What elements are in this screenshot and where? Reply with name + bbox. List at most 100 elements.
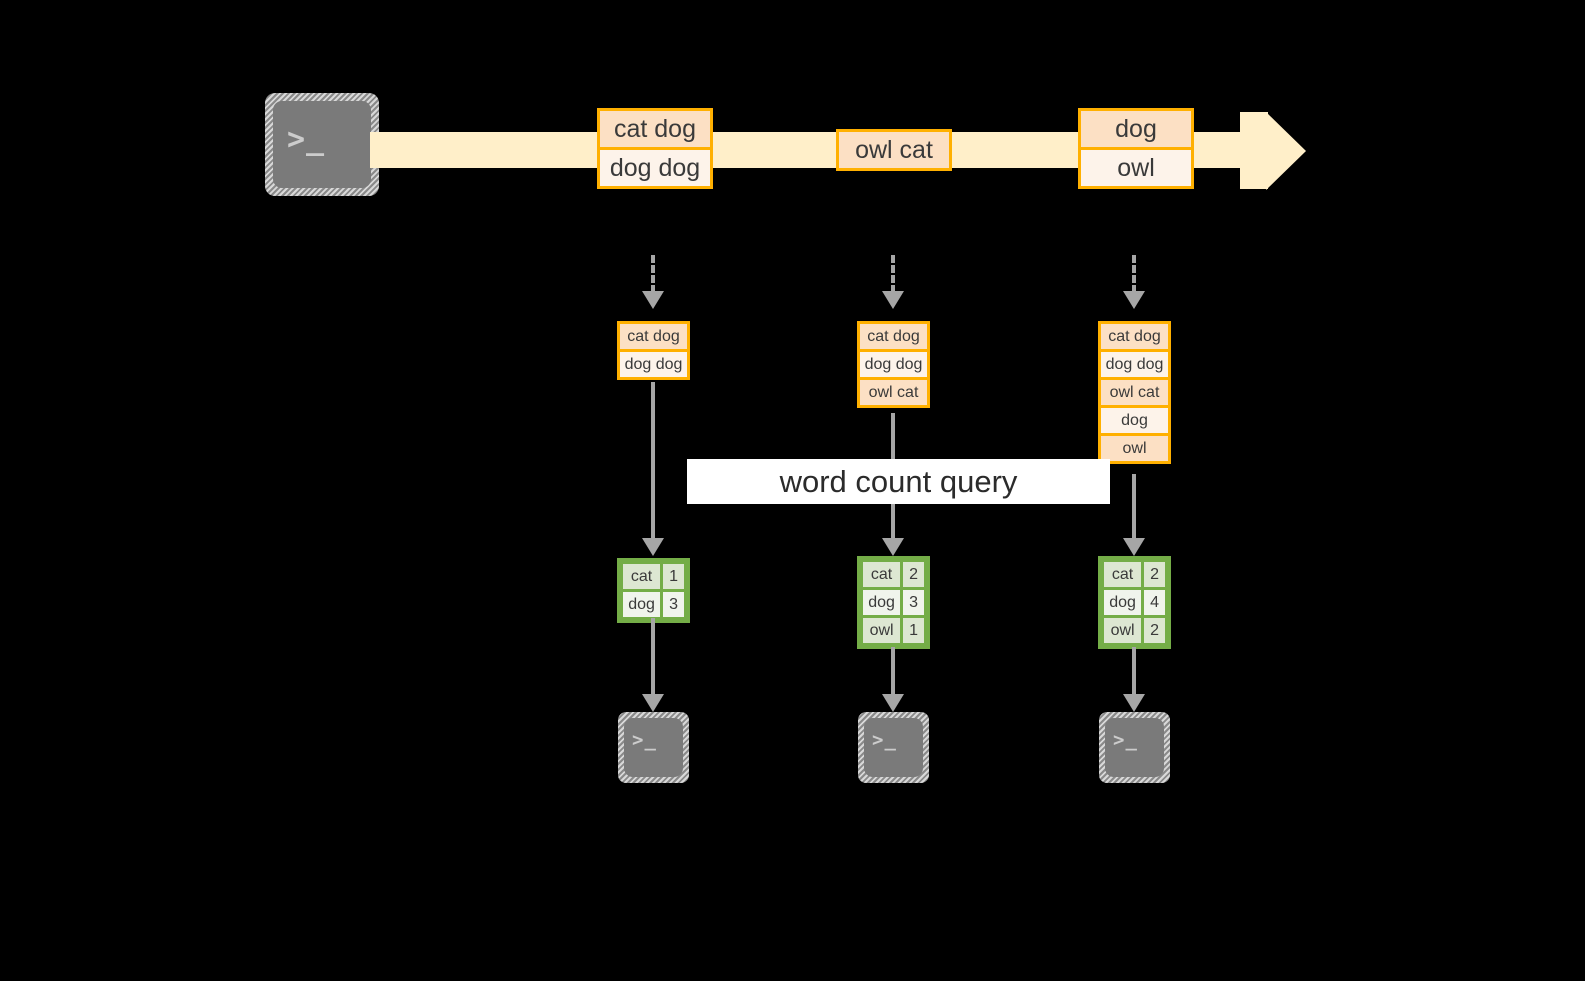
table-row: dog 3 — [620, 589, 687, 620]
tap-arrowhead-3 — [1123, 291, 1145, 309]
word-text: cat — [630, 567, 653, 585]
table-row: dog 3 — [860, 587, 927, 618]
snapshot-3-sink-terminal-icon: >_ — [1099, 712, 1170, 783]
input-text: dog dog — [624, 355, 683, 373]
snapshot-3-input-row: dog dog — [1098, 349, 1171, 380]
count-cell: 1 — [900, 615, 927, 646]
word-cell: cat — [1101, 559, 1145, 590]
terminal-prompt-glyph: >_ — [287, 122, 326, 157]
terminal-prompt-glyph: >_ — [632, 729, 657, 751]
table-row: owl 2 — [1101, 615, 1168, 646]
snapshot-2-query-arrowhead — [882, 538, 904, 556]
snapshot-3-input-row: dog — [1098, 405, 1171, 436]
count-cell: 2 — [1141, 615, 1168, 646]
tap-line-3 — [1132, 255, 1136, 293]
snapshot-2-input-row: dog dog — [857, 349, 930, 380]
snapshot-3-input-row: owl cat — [1098, 377, 1171, 408]
snapshot-3-query-arrowhead — [1123, 538, 1145, 556]
table-row: cat 2 — [1101, 559, 1168, 590]
snapshot-3-input-row: owl — [1098, 433, 1171, 464]
snapshot-1-query-arrowhead — [642, 538, 664, 556]
record-text: owl cat — [855, 135, 933, 164]
table-row: owl 1 — [860, 615, 927, 646]
input-text: owl — [1122, 439, 1147, 457]
count-text: 2 — [1150, 565, 1160, 583]
count-text: 2 — [909, 565, 919, 583]
count-text: 3 — [669, 595, 679, 613]
input-text: dog — [1121, 411, 1148, 429]
snapshot-1-sink-arrowhead — [642, 694, 664, 712]
stream-arrow-shoulder — [1240, 112, 1268, 189]
snapshot-1-input-stack: cat dog dog dog — [617, 321, 690, 380]
terminal-prompt-glyph: >_ — [872, 729, 897, 751]
snapshot-1-result-table: cat 1 dog 3 — [617, 558, 690, 623]
input-text: owl cat — [1109, 383, 1160, 401]
word-cell: dog — [1101, 587, 1145, 618]
stream-record-1-line-1: cat dog — [597, 108, 713, 150]
input-text: cat dog — [1108, 327, 1161, 345]
snapshot-1-sink-terminal-icon: >_ — [618, 712, 689, 783]
tap-arrowhead-1 — [642, 291, 664, 309]
snapshot-3-sink-line — [1132, 647, 1136, 696]
snapshot-2-sink-arrowhead — [882, 694, 904, 712]
snapshot-3-input-row: cat dog — [1098, 321, 1171, 352]
terminal-screen: >_ — [1105, 718, 1164, 777]
input-text: dog dog — [1105, 355, 1164, 373]
count-text: 3 — [909, 593, 919, 611]
terminal-screen: >_ — [273, 101, 371, 188]
input-text: dog dog — [864, 355, 923, 373]
word-text: dog — [1109, 593, 1136, 611]
stream-record-1-line-2: dog dog — [597, 147, 713, 189]
snapshot-1-query-line — [651, 382, 655, 540]
record-text: dog — [1115, 114, 1157, 143]
snapshot-1-sink-line — [651, 618, 655, 696]
snapshot-3-sink-arrowhead — [1123, 694, 1145, 712]
word-text: cat — [1111, 565, 1134, 583]
snapshot-3-input-stack: cat dog dog dog owl cat dog owl — [1098, 321, 1171, 464]
table-row: cat 2 — [860, 559, 927, 590]
stream-record-2-line-1: owl cat — [836, 129, 952, 171]
snapshot-2-input-row: cat dog — [857, 321, 930, 352]
count-text: 1 — [669, 567, 679, 585]
count-cell: 2 — [900, 559, 927, 590]
snapshot-1-input-row: dog dog — [617, 349, 690, 380]
count-cell: 4 — [1141, 587, 1168, 618]
table-row: dog 4 — [1101, 587, 1168, 618]
tap-arrowhead-2 — [882, 291, 904, 309]
count-text: 4 — [1150, 593, 1160, 611]
count-cell: 1 — [660, 561, 687, 592]
word-text: cat — [870, 565, 893, 583]
producer-terminal-icon: >_ — [265, 93, 379, 196]
input-text: owl cat — [868, 383, 919, 401]
snapshot-1-input-row: cat dog — [617, 321, 690, 352]
count-cell: 3 — [660, 589, 687, 620]
terminal-screen: >_ — [624, 718, 683, 777]
record-text: cat dog — [613, 114, 696, 143]
input-text: cat dog — [867, 327, 920, 345]
snapshot-2-input-row: owl cat — [857, 377, 930, 408]
query-label-text: word count query — [779, 463, 1018, 499]
word-text: owl — [1110, 621, 1135, 639]
terminal-prompt-glyph: >_ — [1113, 729, 1138, 751]
snapshot-3-result-table: cat 2 dog 4 owl 2 — [1098, 556, 1171, 649]
word-cell: dog — [620, 589, 664, 620]
table-row: cat 1 — [620, 561, 687, 592]
word-cell: cat — [860, 559, 904, 590]
tap-line-2 — [891, 255, 895, 293]
snapshot-3-query-line — [1132, 474, 1136, 540]
terminal-screen: >_ — [864, 718, 923, 777]
record-text: dog dog — [609, 153, 701, 182]
count-text: 1 — [909, 621, 919, 639]
word-text: dog — [868, 593, 895, 611]
stream-record-3-line-2: owl — [1078, 147, 1194, 189]
snapshot-2-result-table: cat 2 dog 3 owl 1 — [857, 556, 930, 649]
word-cell: dog — [860, 587, 904, 618]
snapshot-2-input-stack: cat dog dog dog owl cat — [857, 321, 930, 408]
snapshot-2-sink-line — [891, 647, 895, 696]
word-text: owl — [869, 621, 894, 639]
tap-line-1 — [651, 255, 655, 293]
word-cell: owl — [1101, 615, 1145, 646]
count-cell: 2 — [1141, 559, 1168, 590]
stream-arrow-head — [1266, 112, 1306, 190]
